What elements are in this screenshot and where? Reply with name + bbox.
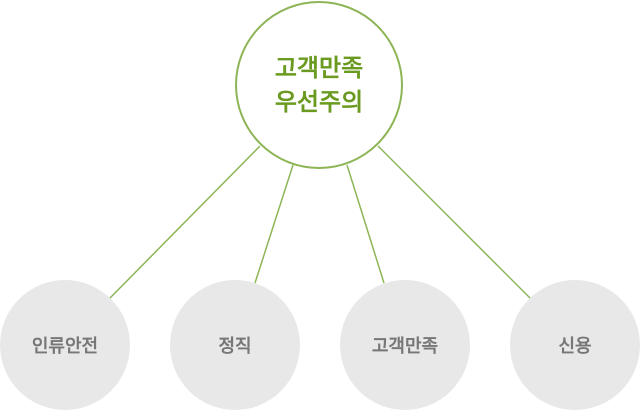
center-line-1: 고객만족 [274,54,364,82]
node-honesty: 정직 [170,280,300,410]
node-customer-satisfaction: 고객만족 [340,280,470,410]
node-human-safety: 인류안전 [0,280,130,410]
node-label: 인류안전 [31,336,99,357]
center-line-2: 우선주의 [274,88,364,116]
connector-line [254,164,294,284]
node-label: 신용 [558,336,592,357]
center-node: 고객만족 우선주의 [235,1,403,169]
connector-line [377,145,531,299]
node-label: 고객만족 [371,336,439,357]
node-label: 정직 [218,336,252,357]
node-trust: 신용 [510,280,640,410]
connector-line [109,145,261,299]
connector-line [346,164,385,284]
